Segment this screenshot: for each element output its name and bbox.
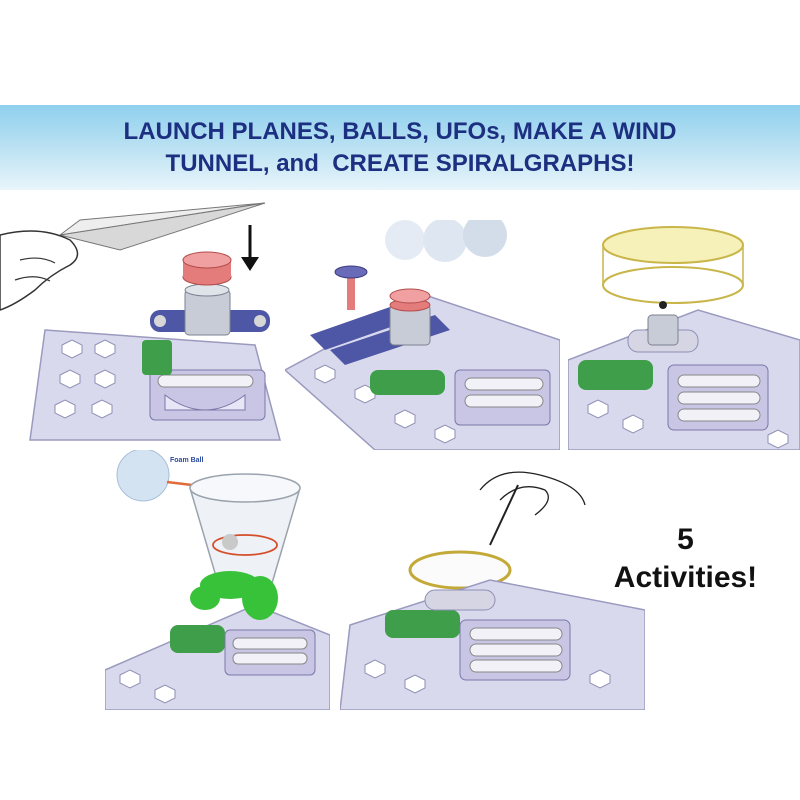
activities-callout: 5 Activities! xyxy=(598,522,773,598)
panel-ball-launcher xyxy=(285,220,560,450)
panel-wind-tunnel: Foam Ball xyxy=(105,450,330,710)
headline-line-2: TUNNEL, and CREATE SPIRALGRAPHS! xyxy=(165,149,635,177)
activities-label: Activities! xyxy=(613,561,758,594)
panel-ufo xyxy=(568,220,800,450)
foam-ball-label: Foam Ball xyxy=(170,457,204,464)
panel-plane-launcher xyxy=(0,195,285,445)
activities-count: 5 xyxy=(677,523,694,556)
headline-banner: LAUNCH PLANES, BALLS, UFOs, MAKE A WIND … xyxy=(0,105,800,190)
panel-spiralgraph xyxy=(340,460,645,710)
headline-line-1: LAUNCH PLANES, BALLS, UFOs, MAKE A WIND xyxy=(123,117,677,145)
